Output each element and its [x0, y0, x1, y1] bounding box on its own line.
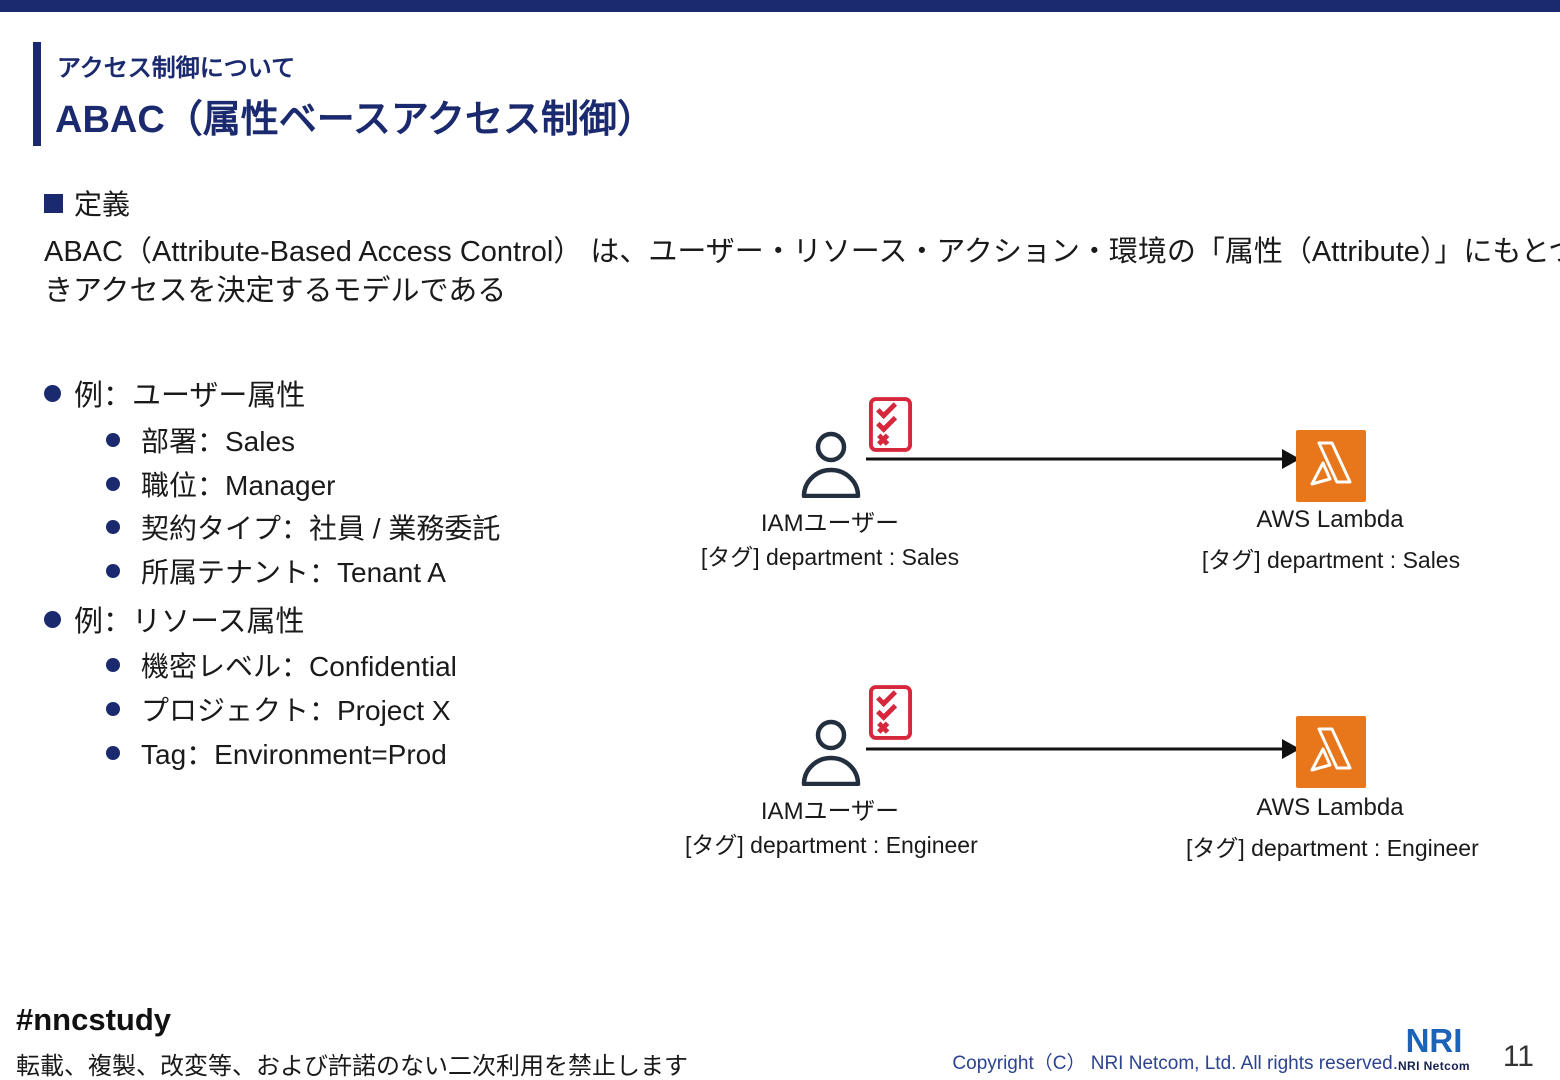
resource-attr-project: プロジェクト：Project X: [141, 695, 451, 726]
checklist-icon: [868, 397, 913, 452]
circle-bullet-icon: [106, 477, 120, 491]
aws-lambda-icon: [1296, 716, 1366, 788]
title-accent-bar: [33, 42, 41, 146]
circle-bullet-icon: [44, 384, 61, 402]
resource-attr-tag: Tag：Environment=Prod: [141, 739, 447, 770]
page-title: ABAC（属性ベースアクセス制御）: [55, 99, 655, 141]
circle-bullet-icon: [106, 564, 120, 578]
list-item: 部署：Sales: [106, 420, 295, 460]
iam-user-icon: [801, 431, 861, 498]
list-item: プロジェクト：Project X: [106, 689, 451, 729]
iam-user-label: IAMユーザー: [760, 510, 900, 537]
arrow-right-icon: [866, 449, 1300, 469]
resource-attr-confidential: 機密レベル：Confidential: [141, 651, 457, 682]
page-number: 11: [1502, 1040, 1534, 1073]
user-attr-contract: 契約タイプ：社員 / 業務委託: [141, 513, 501, 544]
aws-lambda-icon: [1296, 430, 1366, 502]
iam-user-label: IAMユーザー: [760, 798, 900, 825]
list-item: 例：リソース属性: [44, 598, 305, 640]
definition-line-2: きアクセスを決定するモデルである: [44, 275, 507, 307]
arrow-right-icon: [866, 739, 1300, 759]
circle-bullet-icon: [106, 658, 120, 672]
list-item: 職位：Manager: [106, 464, 336, 504]
lambda-tag-label: [タグ] department : Sales: [1201, 547, 1461, 573]
example-title-user-attributes: 例：ユーザー属性: [74, 380, 306, 412]
square-bullet-icon: [44, 193, 63, 213]
iam-user-tag-label: [タグ] department : Sales: [700, 544, 960, 570]
copyright-notice-jp: 転載、複製、改変等、および許諾のない二次利用を禁止します: [16, 1053, 688, 1080]
checklist-icon: [868, 685, 913, 740]
lambda-tag-label: [タグ] department : Engineer: [1186, 835, 1479, 861]
circle-bullet-icon: [44, 610, 61, 628]
example-title-resource-attributes: 例：リソース属性: [74, 606, 305, 638]
copyright-text: Copyright（C） NRI Netcom, Ltd. All rights…: [952, 1053, 1398, 1074]
lambda-label: AWS Lambda: [1256, 506, 1404, 533]
nri-logo-subtext: NRI Netcom: [1397, 1059, 1470, 1073]
definition-line-1: ABAC（Attribute-Based Access Control） は、ユ…: [44, 236, 1560, 268]
list-item: 機密レベル：Confidential: [106, 645, 457, 685]
circle-bullet-icon: [106, 702, 120, 716]
definition-heading: 定義: [44, 183, 130, 223]
list-item: 契約タイプ：社員 / 業務委託: [106, 507, 500, 547]
definition-heading-label: 定義: [74, 189, 131, 220]
circle-bullet-icon: [106, 433, 120, 447]
nri-logo-mark: NRI: [1405, 1022, 1463, 1059]
lambda-label: AWS Lambda: [1256, 794, 1404, 821]
user-attr-tenant: 所属テナント：Tenant A: [141, 557, 446, 588]
list-item: 例：ユーザー属性: [44, 372, 305, 414]
circle-bullet-icon: [106, 520, 120, 534]
list-item: 所属テナント：Tenant A: [106, 551, 446, 591]
hashtag-label: #nncstudy: [16, 1002, 172, 1037]
list-item: Tag：Environment=Prod: [106, 733, 447, 773]
slide-eyebrow: アクセス制御について: [57, 55, 296, 82]
user-attr-department: 部署：Sales: [141, 426, 296, 457]
iam-user-tag-label: [タグ] department : Engineer: [685, 832, 978, 858]
user-attr-position: 職位：Manager: [141, 470, 336, 501]
nri-netcom-logo: NRI NRI Netcom: [1398, 1024, 1470, 1072]
circle-bullet-icon: [106, 746, 120, 760]
top-accent-bar: [0, 0, 1560, 12]
definition-paragraph: ABAC（Attribute-Based Access Control） は、ユ…: [44, 233, 1560, 311]
iam-user-icon: [801, 719, 861, 786]
